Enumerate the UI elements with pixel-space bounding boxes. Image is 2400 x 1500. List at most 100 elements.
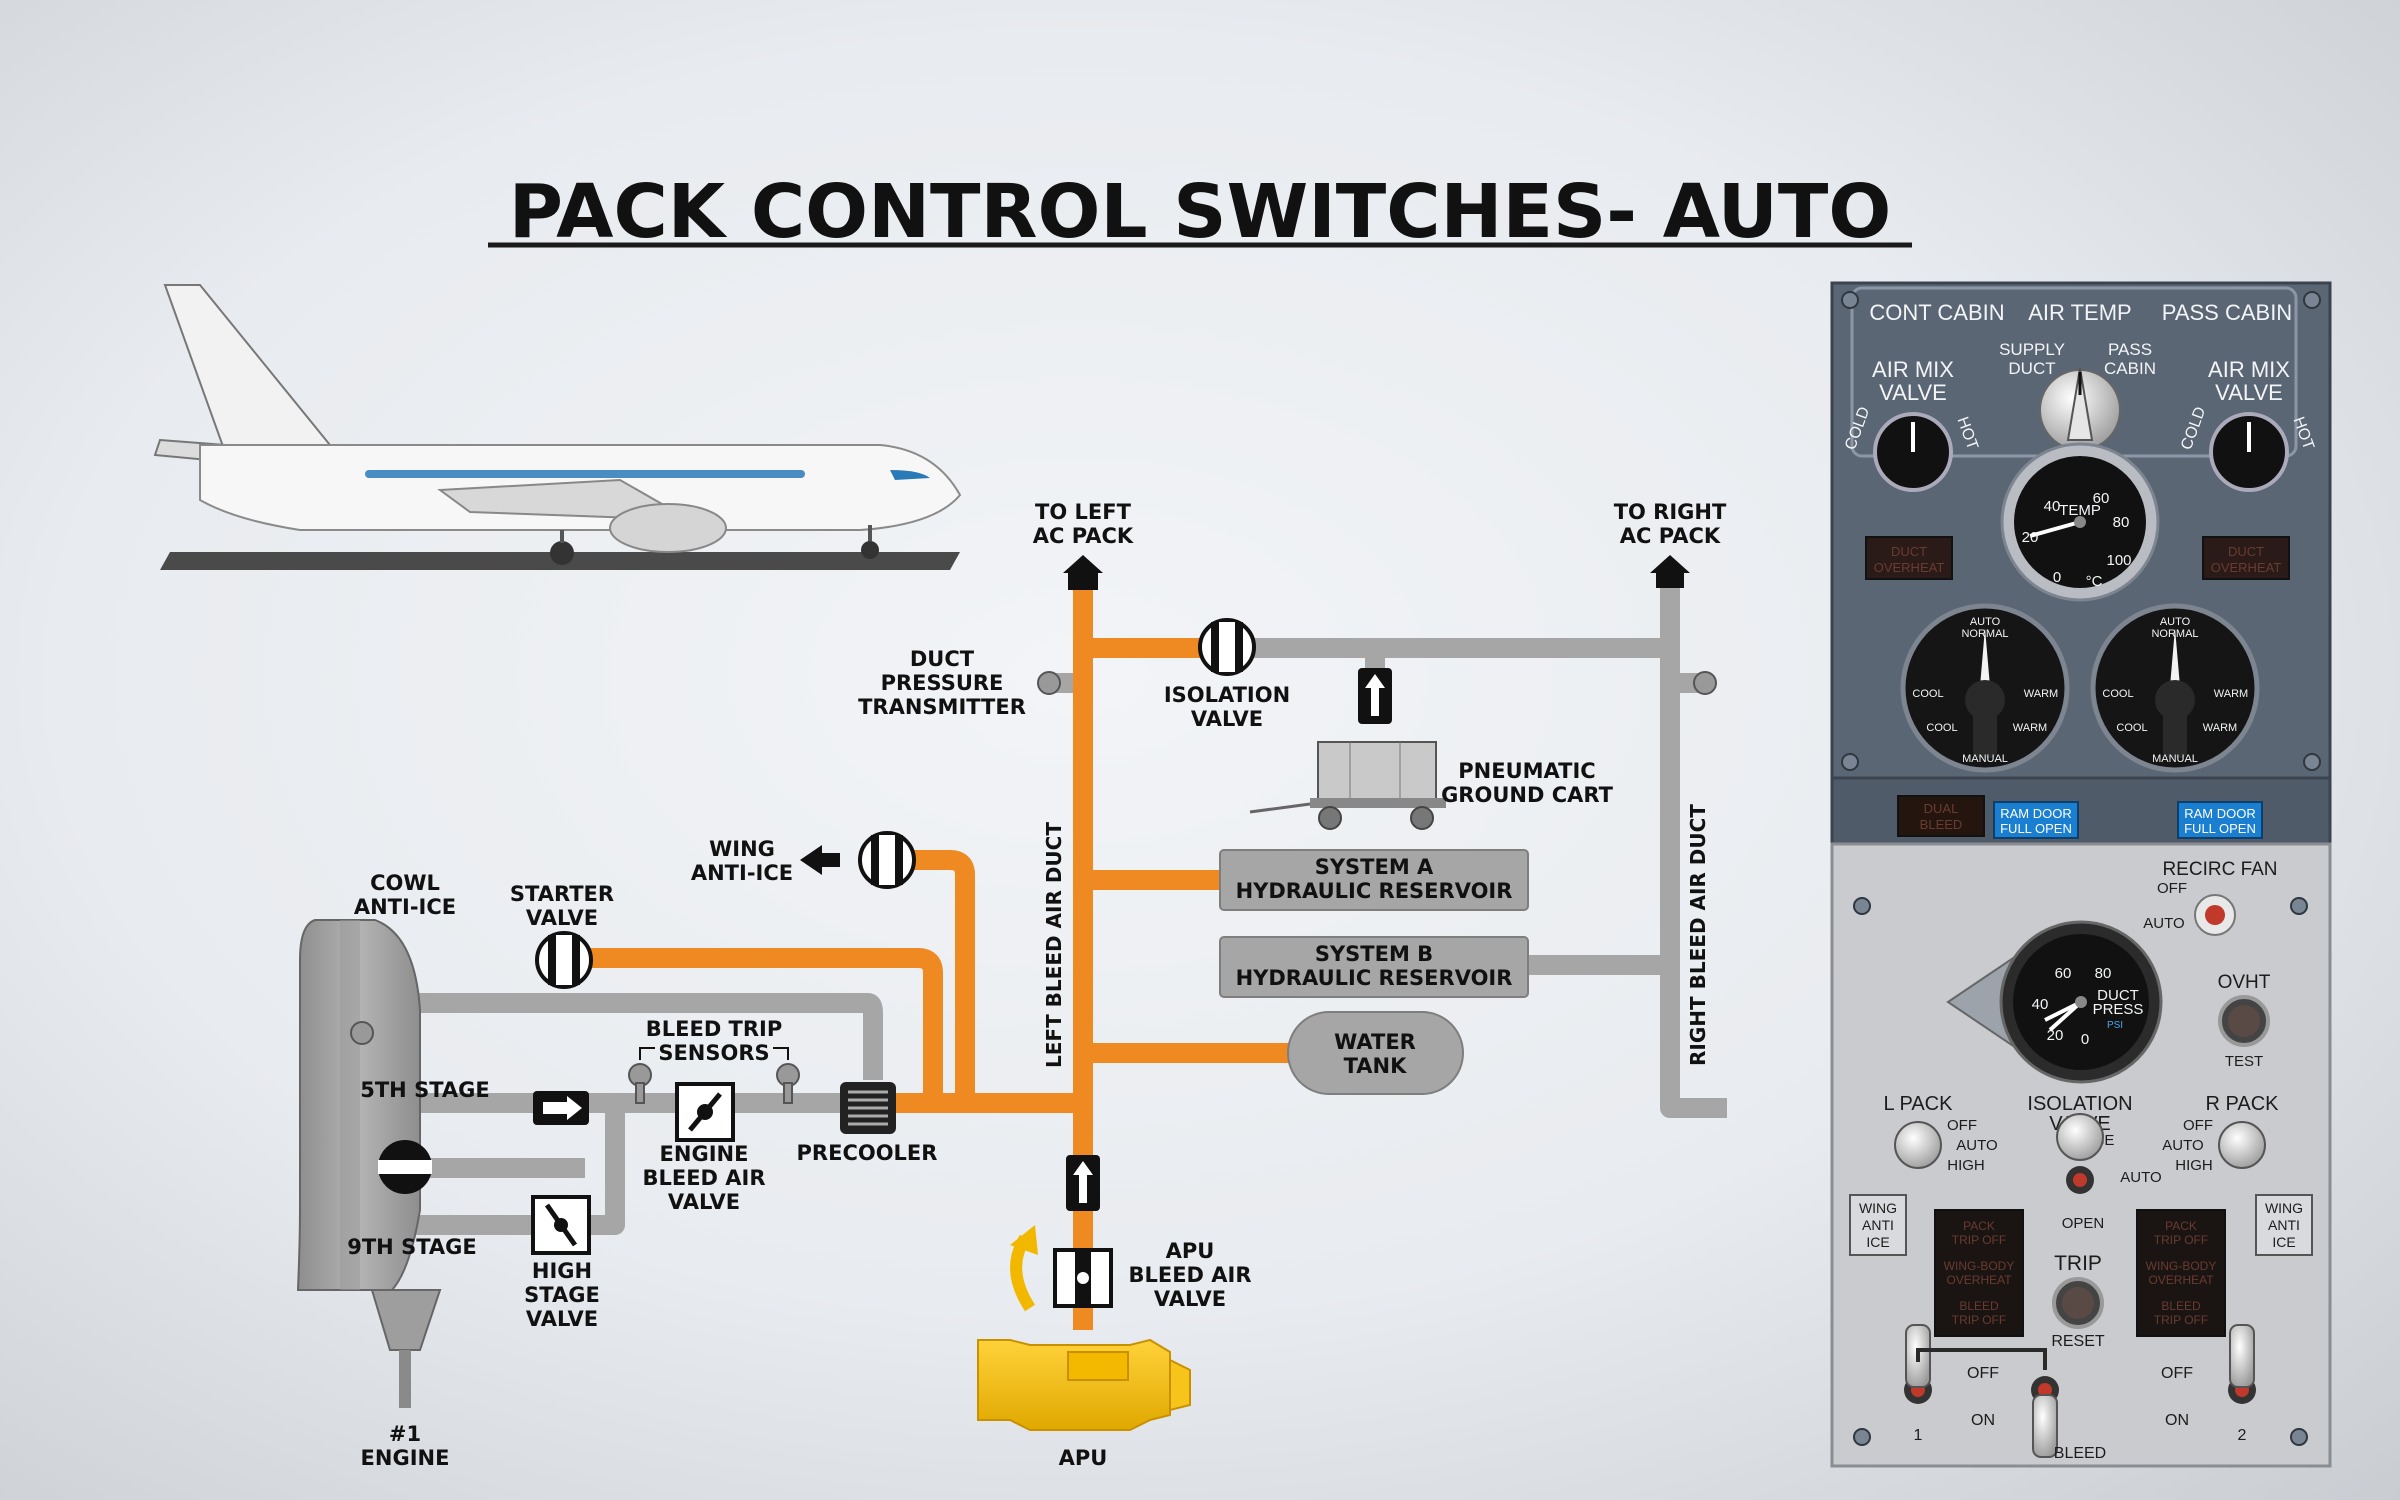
duct-pressure-gauge [1946,920,2163,1084]
annunciators-right [2136,1209,2226,1337]
bleed-1-off: OFF [1967,1365,1999,1382]
duct-press-tick-40: 40 [2032,996,2049,1013]
wing-anti-ice-label-2: ANTI-ICE [691,861,793,885]
duct-press-tick-80: 80 [2095,965,2112,982]
ground-cart-check-valve [1358,668,1392,724]
supply-duct-label-2: DUCT [2008,359,2055,378]
ovht-test-button[interactable] [2218,995,2270,1047]
cool-label-right-2: COOL [2116,722,2147,734]
apu-check-valve [1066,1155,1100,1211]
air-mix-valve-right-gauge [2209,412,2289,492]
wing-body-overheat-right-2: OVERHEAT [2148,1273,2214,1287]
l-pack-label: L PACK [1884,1093,1954,1115]
r-pack-label: R PACK [2206,1093,2280,1115]
duct-press-label-2: PRESS [2093,1001,2144,1018]
to-right-pack-label-2: AC PACK [1620,524,1721,548]
trip-reset-button[interactable] [2052,1277,2104,1329]
starter-valve [535,931,593,989]
bleed-trip-sensors [628,1063,800,1104]
wing-anti-ice-left-text-3: ICE [1866,1234,1889,1250]
temp-tick-100: 100 [2106,552,2131,569]
dual-bleed-text-2: BLEED [1920,817,1963,832]
fifth-stage-label: 5TH STAGE [360,1078,489,1102]
bleed-trip-off-right-2: TRIP OFF [2154,1313,2208,1327]
bleed-2-off: OFF [2161,1365,2193,1382]
pass-cabin-temp-selector[interactable] [2090,603,2260,773]
r-pack-high: HIGH [2175,1157,2213,1174]
ovht-test-label: TEST [2225,1053,2263,1070]
engine-bleed-valve-label: ENGINE [660,1142,749,1166]
cool-label-left-2: COOL [1926,722,1957,734]
high-stage-valve-label-3: VALVE [526,1307,598,1331]
pack-trip-off-left: PACK [1963,1219,1995,1233]
trip-label: TRIP [2054,1252,2102,1275]
cowl-anti-ice-label: COWL [370,871,440,895]
air-mix-valve-left-label-2: VALVE [1879,380,1947,405]
recirc-fan-switch[interactable] [2194,894,2236,936]
warm-label-right-2: WARM [2203,722,2237,734]
engine-label: #1 [389,1422,421,1446]
ram-door-right-text: RAM DOOR [2184,806,2256,821]
water-tank-label-2: TANK [1344,1054,1408,1078]
duct-press-tick-60: 60 [2055,965,2072,982]
wing-anti-ice-left-text-2: ANTI [1862,1217,1894,1233]
page-title: PACK CONTROL SWITCHES- AUTO [509,169,1892,255]
bleed-trip-off-left: BLEED [1959,1299,1999,1313]
panel-screws [1841,291,2321,1446]
manual-label-left: MANUAL [1962,753,2008,765]
cont-cabin-heading: CONT CABIN [1869,300,2004,325]
l-pack-switch[interactable] [1894,1121,1942,1169]
temperature-gauge [2000,442,2160,602]
bleed-label: BLEED [2054,1445,2106,1462]
warm-label-left: WARM [2024,688,2058,700]
bleed-1-number: 1 [1914,1427,1923,1444]
wing-anti-ice-box-left [1849,1194,1907,1256]
duct-overheat-light-left [1865,536,1953,580]
wing-body-overheat-left-2: OVERHEAT [1946,1273,2012,1287]
system-b-label-2: HYDRAULIC RESERVOIR [1236,966,1513,990]
wing-anti-ice-box-right [2255,1194,2313,1256]
to-right-pack-arrow [1650,555,1690,573]
fifth-stage-check-valve [533,1091,589,1125]
bleed-2-number: 2 [2238,1427,2247,1444]
duct-press-tick-20: 20 [2047,1027,2064,1044]
duct-pressure-transmitter-left [1037,671,1061,695]
wing-anti-ice-right-text-2: ANTI [2268,1217,2300,1233]
temp-tick-40: 40 [2044,498,2061,515]
temp-gauge-label: TEMP [2059,502,2101,519]
bleed-switch-1[interactable] [1904,1324,1932,1404]
precooler [840,1082,896,1134]
bleed-trip-off-left-2: TRIP OFF [1952,1313,2006,1327]
recirc-fan-label: RECIRC FAN [2162,859,2277,880]
system-b-reservoir [1219,936,1529,998]
temp-gauge-unit: °C [2086,573,2103,590]
r-pack-switch[interactable] [2218,1121,2266,1169]
wing-anti-ice-arrow [800,845,840,875]
duct-pressure-label-3: TRANSMITTER [858,695,1026,719]
apu-bleed-switch[interactable] [2031,1376,2059,1458]
pack-trip-off-right-2: TRIP OFF [2154,1233,2208,1247]
pack-trip-off-right: PACK [2165,1219,2197,1233]
engine-label-2: ENGINE [361,1446,450,1470]
cont-cabin-temp-selector[interactable] [1900,603,2070,773]
engine-bleed-valve-label-2: BLEED AIR [642,1166,765,1190]
apu [977,1338,1191,1431]
bleed-switch-2[interactable] [2228,1324,2256,1404]
dual-bleed-text: DUAL [1924,801,1959,816]
annunciators-left [1934,1209,2024,1337]
ground-cart-label-2: GROUND CART [1441,783,1614,807]
l-pack-auto: AUTO [1956,1137,1997,1154]
temp-source-selector-knob[interactable] [2039,367,2121,451]
cool-label-left: COOL [1912,688,1943,700]
ninth-stage-label: 9TH STAGE [347,1235,476,1259]
duct-overheat-right-text-2: OVERHEAT [2211,560,2282,575]
engine-bleed-valve-label-3: VALVE [668,1190,740,1214]
isolation-valve-switch[interactable] [2056,1113,2104,1194]
air-mix-valve-right-label: AIR MIX [2208,357,2290,382]
duct-overheat-left-text-2: OVERHEAT [1874,560,1945,575]
to-left-pack-label-2: AC PACK [1033,524,1134,548]
ram-door-light-left [1993,801,2079,839]
wing-anti-ice-label: WING [709,837,775,861]
cool-label-right: COOL [2102,688,2133,700]
